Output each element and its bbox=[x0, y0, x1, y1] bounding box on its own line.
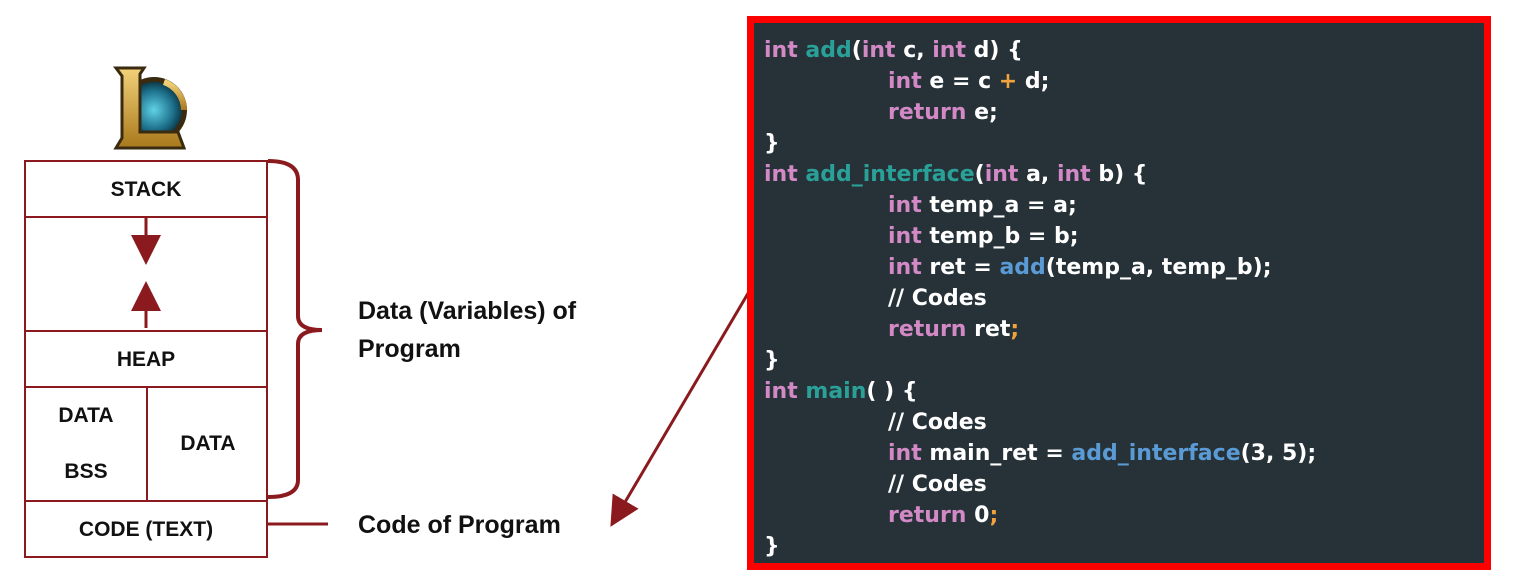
code-label: CODE (TEXT) bbox=[78, 518, 214, 541]
bss-segment: BSS bbox=[26, 444, 146, 500]
code-token: // Codes bbox=[888, 286, 987, 311]
data-small-label: DATA bbox=[58, 404, 114, 427]
code-line: int main_ret = add_interface(3, 5); bbox=[764, 438, 1316, 469]
code-token: main bbox=[805, 379, 867, 404]
memory-layout-diagram: STACK HEAP DATA BSS DATA CODE (TEXT) bbox=[24, 160, 268, 558]
code-token: int bbox=[764, 162, 798, 187]
divider-line bbox=[146, 388, 148, 500]
code-line: // Codes bbox=[764, 469, 1316, 500]
code-token: add_interface bbox=[1071, 441, 1241, 466]
code-token: int bbox=[764, 379, 798, 404]
code-token: // Codes bbox=[888, 410, 987, 435]
code-token: b) { bbox=[1090, 162, 1148, 187]
code-token: int bbox=[861, 38, 896, 63]
code-of-program-label: Code of Program bbox=[358, 511, 561, 539]
code-token: main_ret = bbox=[921, 441, 1072, 466]
code-token: int bbox=[888, 441, 922, 466]
code-token: ret = bbox=[921, 255, 1000, 280]
code-token: ( bbox=[851, 38, 862, 63]
code-token: return bbox=[888, 503, 967, 528]
code-token: } bbox=[764, 348, 780, 373]
data-group-label: DATA bbox=[180, 432, 236, 455]
code-token: return bbox=[888, 100, 967, 125]
data-label-line2: Program bbox=[358, 335, 461, 363]
league-of-legends-logo-icon bbox=[113, 66, 187, 150]
code-token: (temp_a, temp_b); bbox=[1045, 255, 1272, 280]
code-line: return e; bbox=[764, 97, 1316, 128]
code-token: e = c bbox=[921, 69, 999, 94]
code-line: return 0; bbox=[764, 500, 1316, 531]
divider-line bbox=[26, 500, 266, 502]
code-line: // Codes bbox=[764, 407, 1316, 438]
divider-line bbox=[26, 386, 266, 388]
bss-label: BSS bbox=[64, 460, 108, 483]
code-token: int bbox=[984, 162, 1019, 187]
code-line: } bbox=[764, 128, 1316, 159]
code-token: ( bbox=[974, 162, 985, 187]
code-line: // Codes bbox=[764, 283, 1316, 314]
code-token: add bbox=[805, 38, 852, 63]
code-token: (3, 5); bbox=[1240, 441, 1317, 466]
heap-label: HEAP bbox=[116, 348, 176, 371]
code-token: 0 bbox=[966, 503, 990, 528]
code-pointer-arrow-icon bbox=[610, 289, 752, 527]
data-group-segment: DATA bbox=[148, 388, 268, 500]
code-token: + bbox=[998, 69, 1018, 94]
code-line: } bbox=[764, 531, 1316, 562]
code-line: int ret = add(temp_a, temp_b); bbox=[764, 252, 1316, 283]
code-token: ; bbox=[989, 503, 999, 528]
stack-label: STACK bbox=[110, 178, 182, 201]
code-line: return ret; bbox=[764, 314, 1316, 345]
code-token: d; bbox=[1017, 69, 1050, 94]
code-token: add bbox=[999, 255, 1046, 280]
code-token: return bbox=[888, 317, 967, 342]
code-token: } bbox=[764, 131, 780, 156]
divider-line bbox=[26, 216, 266, 218]
code-panel: int add(int c, int d) {int e = c + d;ret… bbox=[747, 16, 1491, 570]
code-token: int bbox=[888, 255, 922, 280]
code-token: } bbox=[764, 534, 780, 559]
data-brace-icon bbox=[267, 159, 323, 499]
code-token: int bbox=[1056, 162, 1091, 187]
code-token: int bbox=[888, 224, 922, 249]
data-variables-label: Data (Variables) of Program bbox=[358, 292, 576, 368]
code-line: int e = c + d; bbox=[764, 66, 1316, 97]
code-token: ( ) { bbox=[866, 379, 918, 404]
code-token: d) { bbox=[966, 38, 1023, 63]
code-token: c, bbox=[895, 38, 933, 63]
stack-segment: STACK bbox=[26, 162, 266, 218]
code-token: add_interface bbox=[805, 162, 975, 187]
code-token: e; bbox=[966, 100, 998, 125]
code-token: ; bbox=[1010, 317, 1020, 342]
code-token: a, bbox=[1018, 162, 1057, 187]
data-segment: DATA bbox=[26, 388, 146, 444]
code-token: temp_a = a; bbox=[921, 193, 1077, 218]
code-line: } bbox=[764, 345, 1316, 376]
code-line: int add_interface(int a, int b) { bbox=[764, 159, 1316, 190]
code-line: int add(int c, int d) { bbox=[764, 35, 1316, 66]
code-line: int main( ) { bbox=[764, 376, 1316, 407]
divider-line bbox=[26, 330, 266, 332]
code-token: int bbox=[764, 38, 798, 63]
code-line: int temp_b = b; bbox=[764, 221, 1316, 252]
code-line: int temp_a = a; bbox=[764, 190, 1316, 221]
code-token: // Codes bbox=[888, 472, 987, 497]
code-token: int bbox=[888, 69, 922, 94]
data-label-line1: Data (Variables) of bbox=[358, 297, 577, 325]
code-token: temp_b = b; bbox=[921, 224, 1079, 249]
code-token: int bbox=[888, 193, 922, 218]
code-listing: int add(int c, int d) {int e = c + d;ret… bbox=[764, 35, 1316, 562]
code-token: ret bbox=[966, 317, 1011, 342]
code-segment: CODE (TEXT) bbox=[26, 502, 266, 558]
heap-segment: HEAP bbox=[26, 332, 266, 388]
code-token: int bbox=[932, 38, 966, 63]
